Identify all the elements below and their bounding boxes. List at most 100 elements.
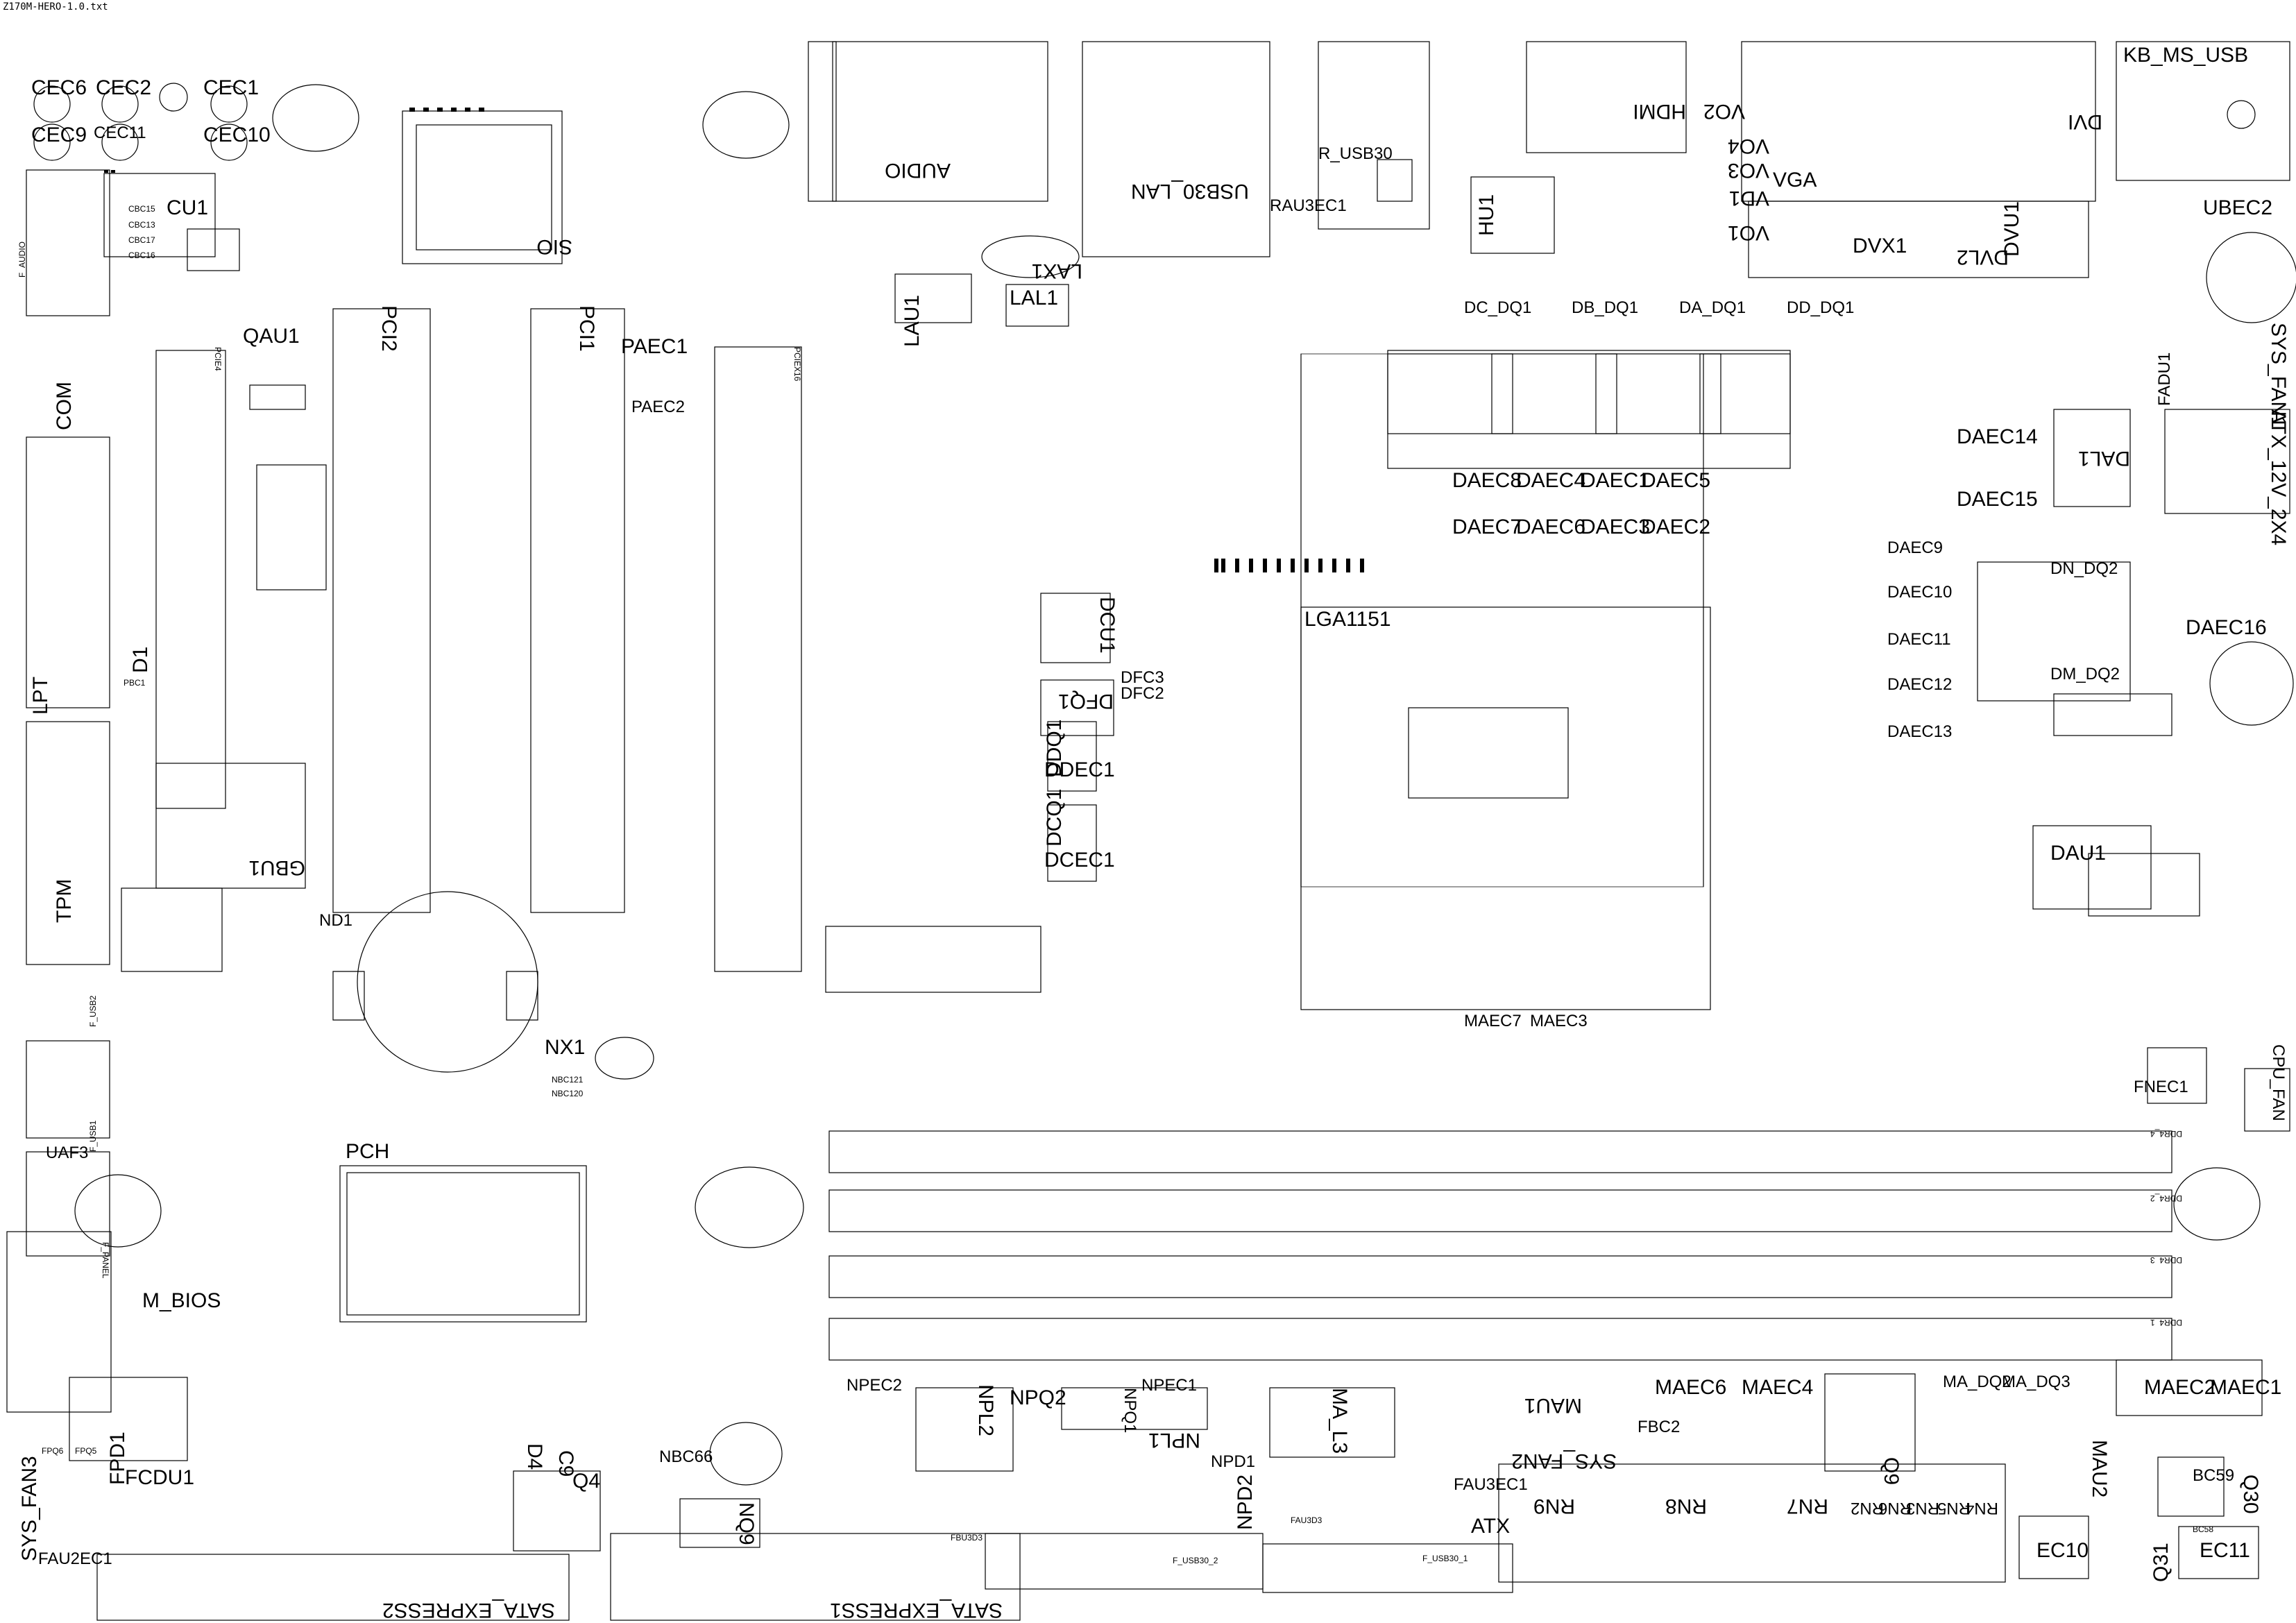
label-dcec1: DCEC1 xyxy=(1044,849,1115,872)
label-usb30-lan: USB30_LAN xyxy=(1130,180,1249,203)
label-lga1151: LGA1151 xyxy=(1304,608,1391,631)
label-da-dq1: DA_DQ1 xyxy=(1679,298,1746,317)
label-daec7: DAEC7 xyxy=(1452,516,1522,538)
label-nx1: NX1 xyxy=(545,1036,586,1059)
label-daec8: DAEC8 xyxy=(1452,469,1522,492)
label-mau2: MAU2 xyxy=(2088,1440,2111,1498)
label-cec9: CEC9 xyxy=(31,124,87,146)
label-fcdu1: FCDU1 xyxy=(125,1466,195,1489)
label-c9: C9 xyxy=(554,1450,577,1477)
label-ddec1: DDEC1 xyxy=(1044,758,1115,781)
label-fpq6: FPQ6 xyxy=(42,1446,64,1456)
label-daec1: DAEC1 xyxy=(1581,469,1651,492)
label-uaf3: UAF3 xyxy=(46,1144,89,1162)
label-maec2: MAEC2 xyxy=(2144,1376,2216,1399)
label-vo4: VO4 xyxy=(1727,135,1769,158)
label-r-usb30: R_USB30 xyxy=(1318,144,1393,163)
label-npd2: NPD2 xyxy=(1234,1474,1257,1530)
label-q30: Q30 xyxy=(2239,1475,2262,1514)
label-dvl2: DVL2 xyxy=(1956,246,2009,269)
label-paec1: PAEC1 xyxy=(621,335,688,358)
label-daec13: DAEC13 xyxy=(1887,722,1953,741)
label-pci1: PCI1 xyxy=(575,305,598,352)
label-daec4: DAEC4 xyxy=(1516,469,1586,492)
label-qau1: QAU1 xyxy=(243,325,300,348)
label-dc-dq1: DC_DQ1 xyxy=(1464,298,1532,317)
label-daec6: DAEC6 xyxy=(1516,516,1586,538)
label-daec12: DAEC12 xyxy=(1887,675,1953,694)
label-rn9: RN9 xyxy=(1533,1495,1575,1518)
label-lal1: LAL1 xyxy=(1010,287,1059,309)
label-ma-dq2: MA_DQ2 xyxy=(1943,1373,2012,1391)
label-pciex16: PCIEX16 xyxy=(792,347,802,382)
label-ddr4-1: DDR4_1 xyxy=(2150,1318,2182,1327)
label-ddr4-4: DDR4_4 xyxy=(2150,1129,2182,1139)
label-f-usb30-1: F_USB30_1 xyxy=(1422,1554,1468,1563)
label-cec2: CEC2 xyxy=(96,76,152,99)
label-bc59: BC59 xyxy=(2193,1466,2235,1485)
label-cec10: CEC10 xyxy=(203,124,271,146)
label-lau1: LAU1 xyxy=(901,294,924,347)
label-q4: Q4 xyxy=(572,1470,601,1493)
label-pch: PCH xyxy=(346,1140,390,1163)
label-daec3: DAEC3 xyxy=(1581,516,1651,538)
label-npec1: NPEC1 xyxy=(1141,1376,1198,1395)
label-bc58: BC58 xyxy=(2193,1524,2214,1534)
label-maec3: MAEC3 xyxy=(1530,1012,1588,1030)
label-ddr4-2: DDR4_2 xyxy=(2150,1193,2182,1203)
label-f-usb2: F_USB2 xyxy=(88,995,98,1027)
label-daec9: DAEC9 xyxy=(1887,538,1944,557)
label-lax1: LAX1 xyxy=(1031,260,1082,282)
label-dd-dq1: DD_DQ1 xyxy=(1787,298,1855,317)
label-dfc3: DFC3 xyxy=(1121,668,1164,687)
label-cbc13: CBC13 xyxy=(128,220,155,230)
label-mau1: MAU1 xyxy=(1524,1394,1582,1417)
file-title: Z170M-HERO-1.0.txt xyxy=(3,1,108,12)
label-q31: Q31 xyxy=(2150,1543,2172,1582)
label-nbc66: NBC66 xyxy=(659,1447,713,1466)
label-vo2: VO2 xyxy=(1703,100,1745,123)
label-sys-fan2: SYS_FAN2 xyxy=(1511,1450,1617,1472)
label-maec4: MAEC4 xyxy=(1742,1376,1814,1399)
label-nd1: ND1 xyxy=(319,911,353,930)
label-ma-dq3: MA_DQ3 xyxy=(2002,1373,2070,1391)
label-m-bios: M_BIOS xyxy=(142,1289,221,1312)
label-vga: VGA xyxy=(1773,169,1817,192)
label-kb-ms-usb: KB_MS_USB xyxy=(2123,44,2249,67)
label-nbc120: NBC120 xyxy=(552,1089,584,1098)
label-ubec2: UBEC2 xyxy=(2203,196,2273,219)
label-cbc15: CBC15 xyxy=(128,204,155,214)
label-maec6: MAEC6 xyxy=(1655,1376,1727,1399)
label-maec1: MAEC1 xyxy=(2210,1376,2282,1399)
label-d1: D1 xyxy=(129,646,152,673)
label-hu1: HU1 xyxy=(1475,194,1498,236)
label-rn4: RN4 xyxy=(1964,1499,1998,1518)
label-daec16: DAEC16 xyxy=(2186,616,2267,639)
label-tpm: TPM xyxy=(53,878,76,923)
label-d4: D4 xyxy=(523,1443,546,1470)
label-dal1: DAL1 xyxy=(2077,447,2130,470)
label-daec11: DAEC11 xyxy=(1887,630,1951,649)
label-daec14: DAEC14 xyxy=(1957,425,2038,448)
label-vo3: VO3 xyxy=(1727,159,1769,182)
label-cec6: CEC6 xyxy=(31,76,87,99)
label-fau3d3: FAU3D3 xyxy=(1291,1515,1323,1525)
label-rn7: RN7 xyxy=(1786,1495,1828,1518)
label-daec2: DAEC2 xyxy=(1641,516,1711,538)
label-com: COM xyxy=(53,382,76,430)
label-ma-l3: MA_L3 xyxy=(1328,1388,1351,1454)
label-rn8: RN8 xyxy=(1665,1495,1707,1518)
label-cbc16: CBC16 xyxy=(128,250,155,260)
label-cbc17: CBC17 xyxy=(128,235,155,245)
label-fadu1: FADU1 xyxy=(2155,352,2174,406)
label-gbu1: GBU1 xyxy=(248,856,305,879)
label-sys-fan3: SYS_FAN3 xyxy=(18,1456,41,1561)
label-vd1: VD1 xyxy=(1728,187,1769,210)
label-fpq5: FPQ5 xyxy=(75,1446,97,1456)
label-ec11: EC11 xyxy=(2200,1539,2250,1562)
label-cec1: CEC1 xyxy=(203,76,260,99)
label-sata-express1: SATA_EXPRESS1 xyxy=(830,1599,1003,1622)
label-nq9: NQ9 xyxy=(735,1502,758,1545)
